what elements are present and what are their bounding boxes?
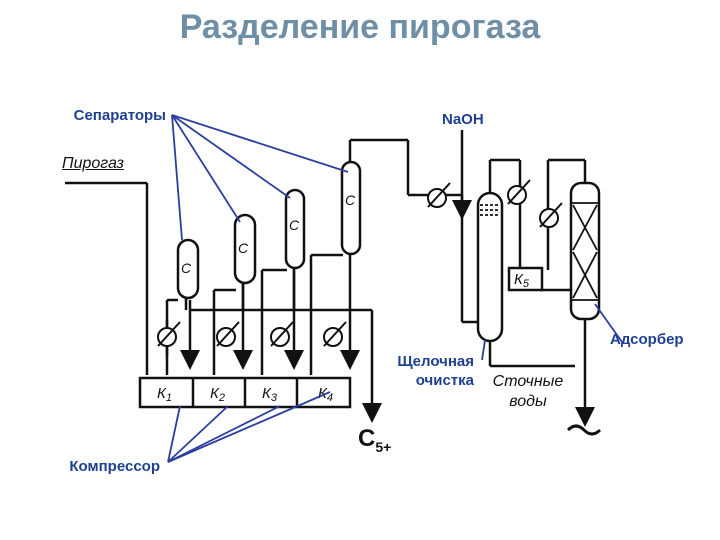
- svg-text:К2: К2: [210, 385, 225, 404]
- compressor-label: Компрессор: [69, 458, 160, 475]
- alkaline-pointer-line: [481, 339, 486, 361]
- page-title: Разделение пирогаза: [179, 8, 541, 46]
- separator-4: [340, 160, 362, 256]
- separator-3: [284, 188, 306, 270]
- compressor-2-index: 2: [218, 392, 225, 404]
- heat-exchanger-3: [270, 321, 294, 347]
- pyrogas-label: Пирогаз: [62, 155, 124, 172]
- compressor-5-letter: К: [514, 271, 524, 288]
- separator-4-letter: С: [345, 192, 356, 208]
- compressor-3-index: 3: [271, 392, 278, 404]
- compressor-4-letter: К: [318, 385, 328, 402]
- heat-exchanger-1: [157, 321, 181, 347]
- heat-exchanger-6: [507, 179, 531, 205]
- pipelines: [65, 130, 595, 427]
- separators-label: Сепараторы: [73, 107, 166, 124]
- adsorber-label: Адсорбер: [610, 331, 684, 348]
- c5-base: С: [358, 425, 376, 452]
- heat-exchanger-4: [323, 321, 347, 347]
- heat-exchanger-7: [539, 202, 563, 228]
- heat-exchangers: [157, 179, 563, 347]
- compressor-2-letter: К: [210, 385, 220, 402]
- compressor-5-index: 5: [523, 278, 530, 290]
- naoh-label: NaOH: [442, 111, 484, 128]
- adsorber-pointer-line: [594, 303, 623, 343]
- c5-subscript: 5+: [375, 439, 392, 455]
- compressor-3-letter: К: [262, 385, 272, 402]
- compressor-pointer-lines: [167, 391, 331, 463]
- adsorber-packing: [571, 202, 599, 301]
- svg-text:К3: К3: [262, 385, 278, 404]
- separator-2: [233, 213, 257, 285]
- heat-exchanger-2: [216, 321, 240, 347]
- waste-water-label: Сточные воды: [492, 373, 564, 410]
- separator-1-letter: С: [181, 260, 192, 276]
- compressor-1-letter: К: [157, 385, 167, 402]
- separator-2-letter: С: [238, 240, 249, 256]
- separator-1: [176, 238, 200, 300]
- svg-text:К1: К1: [157, 385, 172, 404]
- separator-vessels: [176, 160, 601, 343]
- heat-exchanger-5: [427, 182, 451, 208]
- separator-3-letter: С: [289, 217, 300, 233]
- svg-text:К4: К4: [318, 385, 333, 404]
- compressor-k5: [507, 266, 544, 292]
- alkaline-column: [476, 191, 504, 343]
- compressor-4-index: 4: [327, 392, 333, 404]
- compressor-block: [138, 266, 544, 409]
- compressor-1-index: 1: [166, 392, 172, 404]
- adsorber-vessel: [569, 181, 601, 321]
- c5-plus-label: С5+: [358, 425, 392, 455]
- svg-text:К5: К5: [514, 271, 530, 290]
- alkaline-cleaning-label: Щелочная очистка: [397, 353, 474, 389]
- separator-pointer-lines: [171, 114, 349, 241]
- outlet-tilde: [566, 424, 602, 436]
